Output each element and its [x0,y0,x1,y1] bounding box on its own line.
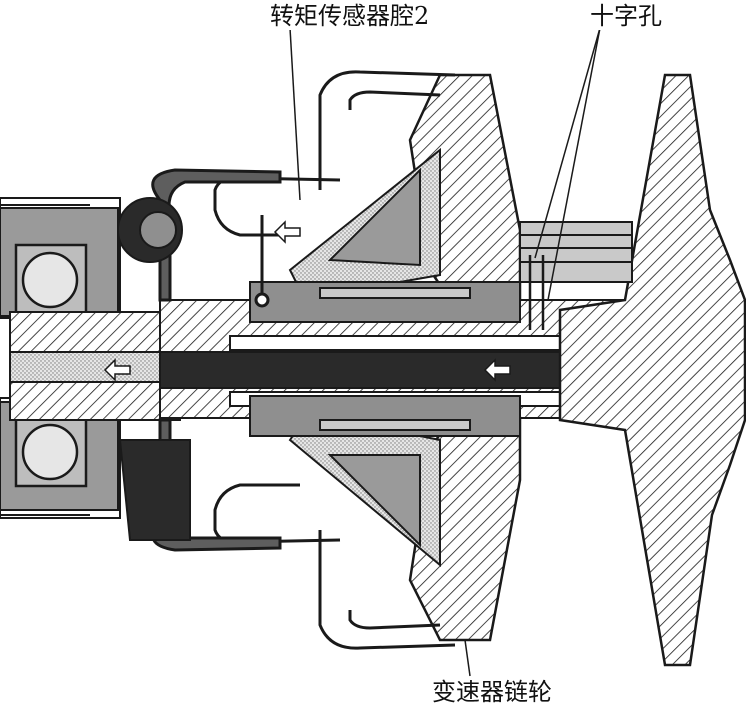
rotary-seal [117,197,191,541]
ball-bearing-bottom [14,416,88,488]
cross-hole-passages [528,255,545,330]
linkage-rod [254,215,270,308]
input-shaft [9,311,181,421]
leader-lines [289,27,601,677]
sprocket-teeth [519,221,633,283]
label-torque-sensor-cavity: 转矩传感器腔2 [268,2,432,30]
sensor-housing [249,281,521,437]
label-transmission-sprocket: 变速器链轮 [430,678,554,706]
fixed-pulley-sheave [558,73,746,667]
oil-flow-arrows [103,220,511,382]
ball-bearing-top [14,243,88,315]
label-cross-hole: 十字孔 [588,2,664,30]
torque-sensor-cone [288,147,441,568]
